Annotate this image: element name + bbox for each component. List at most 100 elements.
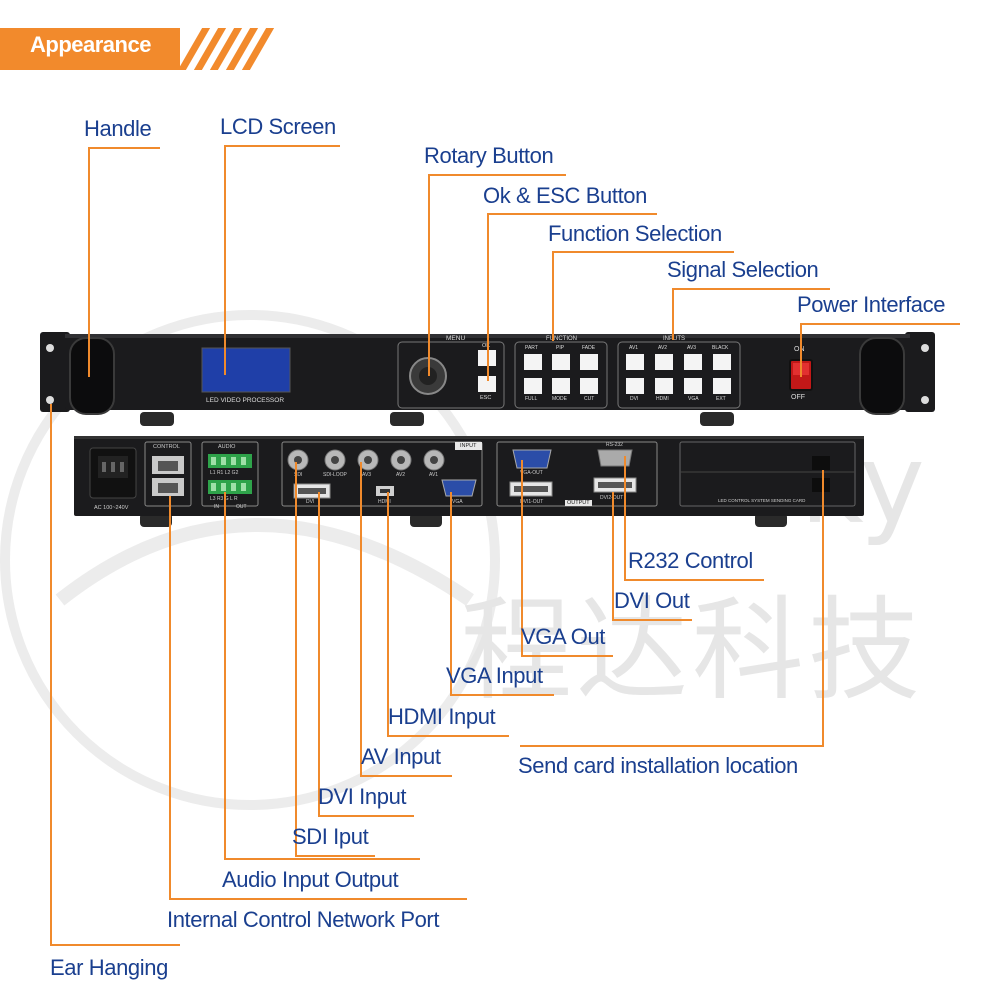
- output-label: OUTPUT: [565, 500, 592, 506]
- label-sdi-iput: SDI Iput: [292, 824, 369, 849]
- ok-label: OK: [482, 343, 490, 349]
- control-label: CONTROL: [153, 444, 180, 450]
- label-internal-control-network-port: Internal Control Network Port: [167, 907, 440, 932]
- input-btn-label: VGA: [688, 396, 699, 402]
- label-send-card: Send card installation location: [518, 753, 798, 778]
- function-btn-label: PART: [525, 345, 538, 351]
- label-av-input: AV Input: [361, 744, 441, 769]
- label-lcd-screen: LCD Screen: [220, 114, 336, 139]
- input-btn-label: BLACK: [712, 345, 729, 351]
- underline-rotary: [428, 174, 566, 176]
- input-btn-label: EXT: [716, 396, 726, 402]
- leader-rotary: [428, 174, 430, 376]
- audio-top-label: L1 R1 L2 G2: [210, 470, 239, 476]
- underline-network: [169, 898, 467, 900]
- leader-ok-esc: [487, 213, 489, 381]
- leader-lcd: [224, 145, 226, 375]
- input-btn-label: HDMI: [656, 396, 669, 402]
- underline-signal: [672, 288, 830, 290]
- leader-power: [800, 323, 802, 377]
- function-group-label: FUNCTION: [546, 336, 577, 342]
- label-function-selection: Function Selection: [548, 221, 722, 246]
- underline-hdmi-input: [387, 735, 509, 737]
- label-dvi-input: DVI Input: [318, 784, 407, 809]
- label-audio-input-output: Audio Input Output: [222, 867, 399, 892]
- power-on-label: ON: [794, 346, 805, 353]
- header-banner: [0, 28, 180, 70]
- label-hdmi-input: HDMI Input: [388, 704, 496, 729]
- underline-function: [552, 251, 734, 253]
- av2-label: AV2: [396, 472, 406, 478]
- leader-av-input: [360, 462, 362, 775]
- leader-audio: [224, 492, 226, 858]
- label-ear-hanging: Ear Hanging: [50, 955, 168, 980]
- label-handle: Handle: [84, 116, 152, 141]
- leader-r232: [624, 456, 626, 579]
- vga-label: VGA: [452, 499, 463, 505]
- leader-sdi: [295, 462, 297, 855]
- underline-lcd: [224, 145, 340, 147]
- underline-r232: [624, 579, 764, 581]
- label-vga-out: VGA Out: [521, 624, 606, 649]
- hdmi-label: HDMI: [378, 499, 391, 505]
- av1-label: AV1: [429, 472, 439, 478]
- input-btn-label: AV1: [629, 345, 639, 351]
- esc-label: ESC: [480, 395, 492, 401]
- function-btn-label: FULL: [525, 396, 538, 402]
- input-btn-label: DVI: [630, 396, 639, 402]
- lcd-text: LED VIDEO PROCESSOR: [206, 397, 285, 404]
- audio-out-label: OUT: [236, 504, 247, 510]
- rs232-label: RS-232: [606, 442, 623, 448]
- underline-power: [800, 323, 960, 325]
- leader-handle: [88, 147, 90, 377]
- audio-bottom-label: L3 R3 G L R: [210, 496, 238, 502]
- leader-network: [169, 496, 171, 898]
- front-panel: [40, 332, 935, 426]
- function-btn-label: CUT: [584, 396, 595, 402]
- underline-av-input: [360, 775, 452, 777]
- leader-signal: [672, 288, 674, 340]
- audio-label: AUDIO: [218, 444, 236, 450]
- underline-send-card: [520, 745, 824, 747]
- function-btn-label: MODE: [552, 396, 567, 402]
- leader-function: [552, 251, 554, 341]
- dvi1-out-label: DVI1-OUT: [520, 499, 544, 505]
- input-btn-label: AV2: [658, 345, 668, 351]
- leader-hdmi-input: [387, 492, 389, 735]
- leader-vga-input: [450, 492, 452, 694]
- rear-panel: [74, 436, 864, 527]
- underline-handle: [88, 147, 160, 149]
- leader-ear: [50, 404, 52, 944]
- sdi-label: SDI: [294, 472, 303, 478]
- sdi-loop-label: SDI-LOOP: [323, 472, 347, 478]
- underline-dvi-out: [612, 619, 692, 621]
- label-dvi-out: DVI Out: [614, 588, 690, 613]
- av3-label: AV3: [362, 472, 372, 478]
- underline-vga-input: [450, 694, 554, 696]
- input-label: INPUT: [460, 443, 477, 449]
- underline-ear: [50, 944, 180, 946]
- label-vga-input: VGA Input: [446, 663, 543, 688]
- power-off-label: OFF: [791, 394, 805, 401]
- input-btn-label: AV3: [687, 345, 697, 351]
- underline-sdi: [295, 855, 375, 857]
- label-rotary-button: Rotary Button: [424, 143, 554, 168]
- audio-in-label: IN: [214, 504, 219, 510]
- leader-vga-out: [521, 460, 523, 655]
- function-btn-label: FADE: [582, 345, 596, 351]
- function-btn-label: PIP: [556, 345, 565, 351]
- label-ok-esc-button: Ok & ESC Button: [483, 183, 647, 208]
- underline-dvi-input: [318, 815, 414, 817]
- underline-ok-esc: [487, 213, 657, 215]
- dvi-label: DVI: [306, 499, 315, 505]
- inputs-group-label: INPUTS: [663, 336, 686, 342]
- underline-audio: [224, 858, 420, 860]
- ac-label: AC 100~240V: [94, 505, 129, 511]
- leader-dvi-out: [612, 492, 614, 619]
- menu-label: MENU: [446, 335, 466, 342]
- label-r232-control: R232 Control: [628, 548, 753, 573]
- leader-dvi-input: [318, 492, 320, 815]
- dvi2-out-label: DVI2-OUT: [600, 495, 623, 501]
- underline-vga-out: [521, 655, 613, 657]
